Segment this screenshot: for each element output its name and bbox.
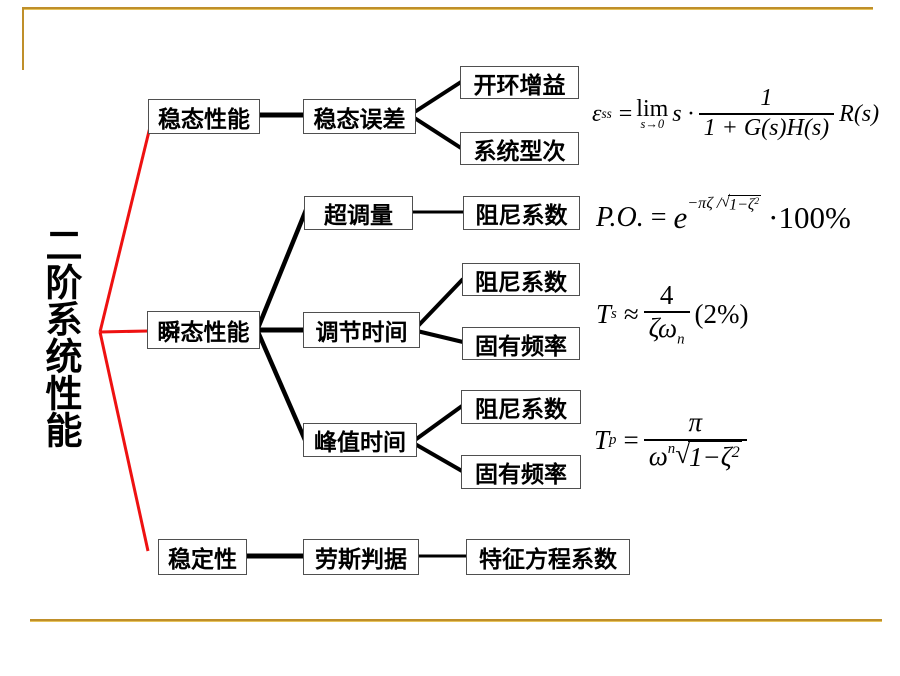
node-routh-criterion: 劳斯判据 [303, 539, 419, 575]
node-system-type: 系统型次 [460, 132, 579, 165]
fraction: 1 1 + G(s)H(s) [698, 85, 835, 142]
input-term: R(s) [839, 100, 880, 127]
connector-error-type [411, 115, 463, 150]
gold-border-bottom [30, 619, 882, 622]
limit-operator: lim s→0 [636, 95, 669, 131]
connector-root-stability [98, 331, 150, 552]
ts-symbol: T [596, 298, 612, 329]
approx-sign: ≈ [623, 298, 639, 329]
connector-root-transient [99, 329, 149, 334]
tolerance-band: (2%) [694, 298, 749, 329]
gold-border-left [22, 7, 24, 70]
root-title-vertical: 二阶系统性能 [40, 226, 81, 448]
node-steady-state-performance: 稳态性能 [148, 99, 260, 134]
connector-error-gain [411, 80, 463, 115]
node-damping-ratio-settling: 阻尼系数 [462, 263, 580, 296]
node-transient-performance: 瞬态性能 [147, 311, 260, 349]
node-damping-ratio-overshoot: 阻尼系数 [463, 196, 580, 230]
node-steady-state-error: 稳态误差 [303, 99, 416, 134]
ts-subscript: s [611, 305, 617, 322]
node-peak-time: 峰值时间 [303, 423, 417, 457]
po-symbol: P.O. [596, 202, 644, 233]
sqrt-radical: √ 1−ζ2 [721, 194, 762, 214]
fraction: 4 ζωn [643, 280, 690, 349]
node-overshoot: 超调量 [304, 196, 413, 230]
connector-root-steady [98, 122, 153, 333]
node-characteristic-equation-coefficients: 特征方程系数 [466, 539, 630, 575]
tp-subscript: p [609, 431, 617, 448]
s-factor: s · [672, 100, 694, 127]
gold-border-top [22, 7, 873, 10]
node-natural-frequency-peak: 固有频率 [461, 455, 581, 489]
connector-settling-natural [416, 329, 464, 344]
eps-symbol: ε [592, 100, 602, 127]
equals-sign: = [623, 424, 639, 455]
e-base: e [673, 200, 688, 235]
connector-transient-peak [255, 331, 308, 441]
connector-peak-natural [414, 442, 463, 473]
tp-symbol: T [594, 424, 610, 455]
eps-subscript: ss [601, 106, 612, 121]
connector-transient-overshoot [255, 209, 309, 329]
node-settling-time: 调节时间 [303, 312, 420, 348]
node-natural-frequency-settling: 固有频率 [462, 327, 580, 360]
node-stability: 稳定性 [158, 539, 247, 575]
times-100-percent: ·100% [768, 200, 851, 235]
sqrt-radical: √ 1−ζ2 [675, 438, 742, 472]
exponent: −πζ / √ 1−ζ2 [687, 194, 762, 214]
connector-peak-damping [413, 404, 464, 442]
node-damping-ratio-peak: 阻尼系数 [461, 390, 581, 424]
connector-settling-damping [415, 277, 465, 329]
equals-sign: = [618, 100, 633, 127]
node-open-loop-gain: 开环增益 [460, 66, 579, 99]
equals-sign: = [650, 202, 667, 233]
formula-percent-overshoot: P.O. = e −πζ / √ 1−ζ2 ·100% [596, 194, 851, 242]
